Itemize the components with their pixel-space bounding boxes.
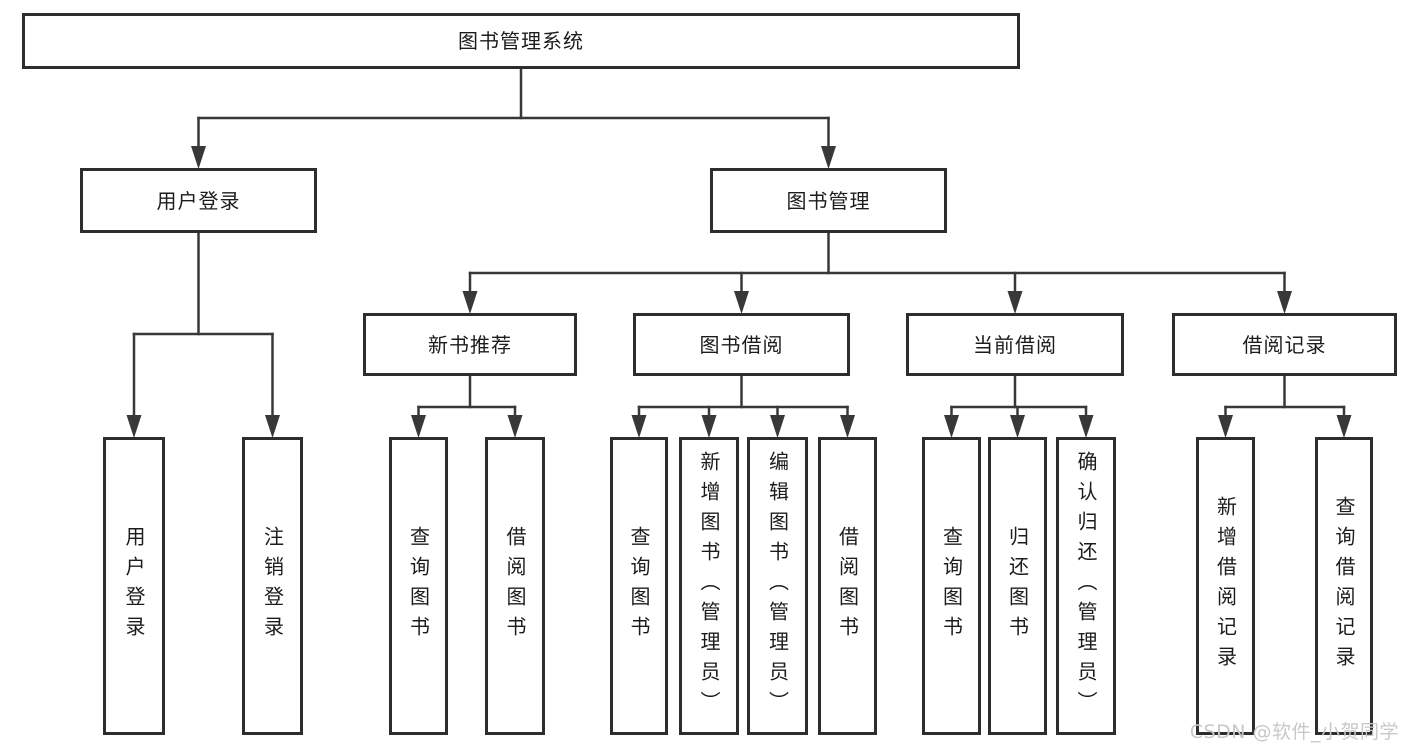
node-label: 借阅记录 <box>1242 332 1327 357</box>
node-leaf-query-book-2: 查询图书 <box>610 437 668 735</box>
arrowhead-icon <box>944 415 959 438</box>
node-leaf-borrow-book-1: 借阅图书 <box>485 437 545 735</box>
node-label: 新增借阅记录 <box>1213 496 1238 676</box>
connector-current-borrow <box>944 372 1094 438</box>
node-label: 新书推荐 <box>428 332 512 357</box>
arrowhead-icon <box>631 415 647 438</box>
node-label: 归还图书 <box>1005 526 1030 646</box>
node-label: 查询图书 <box>939 526 964 646</box>
node-borrow-records: 借阅记录 <box>1172 313 1397 376</box>
arrowhead-icon <box>126 415 142 438</box>
node-label: 图书管理系统 <box>458 29 584 53</box>
node-label: 查询借阅记录 <box>1332 496 1356 676</box>
node-book-mgmt: 图书管理 <box>710 168 947 233</box>
node-new-book-rec: 新书推荐 <box>363 313 577 376</box>
arrowhead-icon <box>701 415 717 438</box>
node-root: 图书管理系统 <box>22 13 1020 69</box>
arrowhead-icon <box>1277 291 1292 314</box>
node-label: 用户登录 <box>122 526 146 646</box>
node-leaf-user-login: 用户登录 <box>103 437 165 735</box>
node-leaf-logout: 注销登录 <box>242 437 303 735</box>
node-label: 借阅图书 <box>835 526 860 646</box>
arrowhead-icon <box>821 146 836 169</box>
node-label: 编辑图书（管理员） <box>765 451 790 721</box>
node-label: 查询图书 <box>627 526 651 646</box>
node-label: 当前借阅 <box>973 332 1057 357</box>
connector-book-mgmt <box>462 229 1292 314</box>
arrowhead-icon <box>462 291 478 314</box>
arrowhead-icon <box>1010 415 1025 438</box>
node-label: 确认归还（管理员） <box>1074 451 1098 721</box>
node-leaf-query-book-3: 查询图书 <box>922 437 981 735</box>
node-label: 用户登录 <box>156 188 241 213</box>
arrowhead-icon <box>840 415 855 438</box>
arrowhead-icon <box>265 415 280 438</box>
node-leaf-confirm-return: 确认归还（管理员） <box>1056 437 1116 735</box>
node-label: 注销登录 <box>260 526 285 646</box>
node-leaf-borrow-book-2: 借阅图书 <box>818 437 877 735</box>
node-label: 查询图书 <box>406 526 431 646</box>
node-leaf-add-borrow-record: 新增借阅记录 <box>1196 437 1255 735</box>
node-label: 借阅图书 <box>503 526 527 646</box>
connector-user-login <box>126 229 280 438</box>
arrowhead-icon <box>411 415 426 438</box>
connector-borrow-records <box>1218 372 1352 438</box>
node-leaf-query-book-1: 查询图书 <box>389 437 448 735</box>
arrowhead-icon <box>734 291 749 314</box>
connector-book-borrow <box>631 372 855 438</box>
arrowhead-icon <box>507 415 523 438</box>
watermark: CSDN @软件_小贺同学 <box>1189 721 1399 743</box>
node-leaf-edit-book: 编辑图书（管理员） <box>747 437 808 735</box>
arrowhead-icon <box>1218 415 1233 438</box>
arrowhead-icon <box>1078 415 1094 438</box>
arrowhead-icon <box>770 415 785 438</box>
node-leaf-return-book: 归还图书 <box>988 437 1047 735</box>
node-user-login: 用户登录 <box>80 168 317 233</box>
arrowhead-icon <box>1336 415 1352 438</box>
node-current-borrow: 当前借阅 <box>906 313 1124 376</box>
node-label: 图书管理 <box>786 188 871 213</box>
node-leaf-add-book: 新增图书（管理员） <box>679 437 739 735</box>
arrowhead-icon <box>1007 291 1023 314</box>
node-leaf-query-borrow-record: 查询借阅记录 <box>1315 437 1373 735</box>
node-book-borrow: 图书借阅 <box>633 313 850 376</box>
arrowhead-icon <box>191 146 206 169</box>
node-label: 新增图书（管理员） <box>697 451 721 721</box>
connector-root <box>191 65 836 169</box>
connector-new-book-rec <box>411 372 523 438</box>
node-label: 图书借阅 <box>699 332 784 357</box>
